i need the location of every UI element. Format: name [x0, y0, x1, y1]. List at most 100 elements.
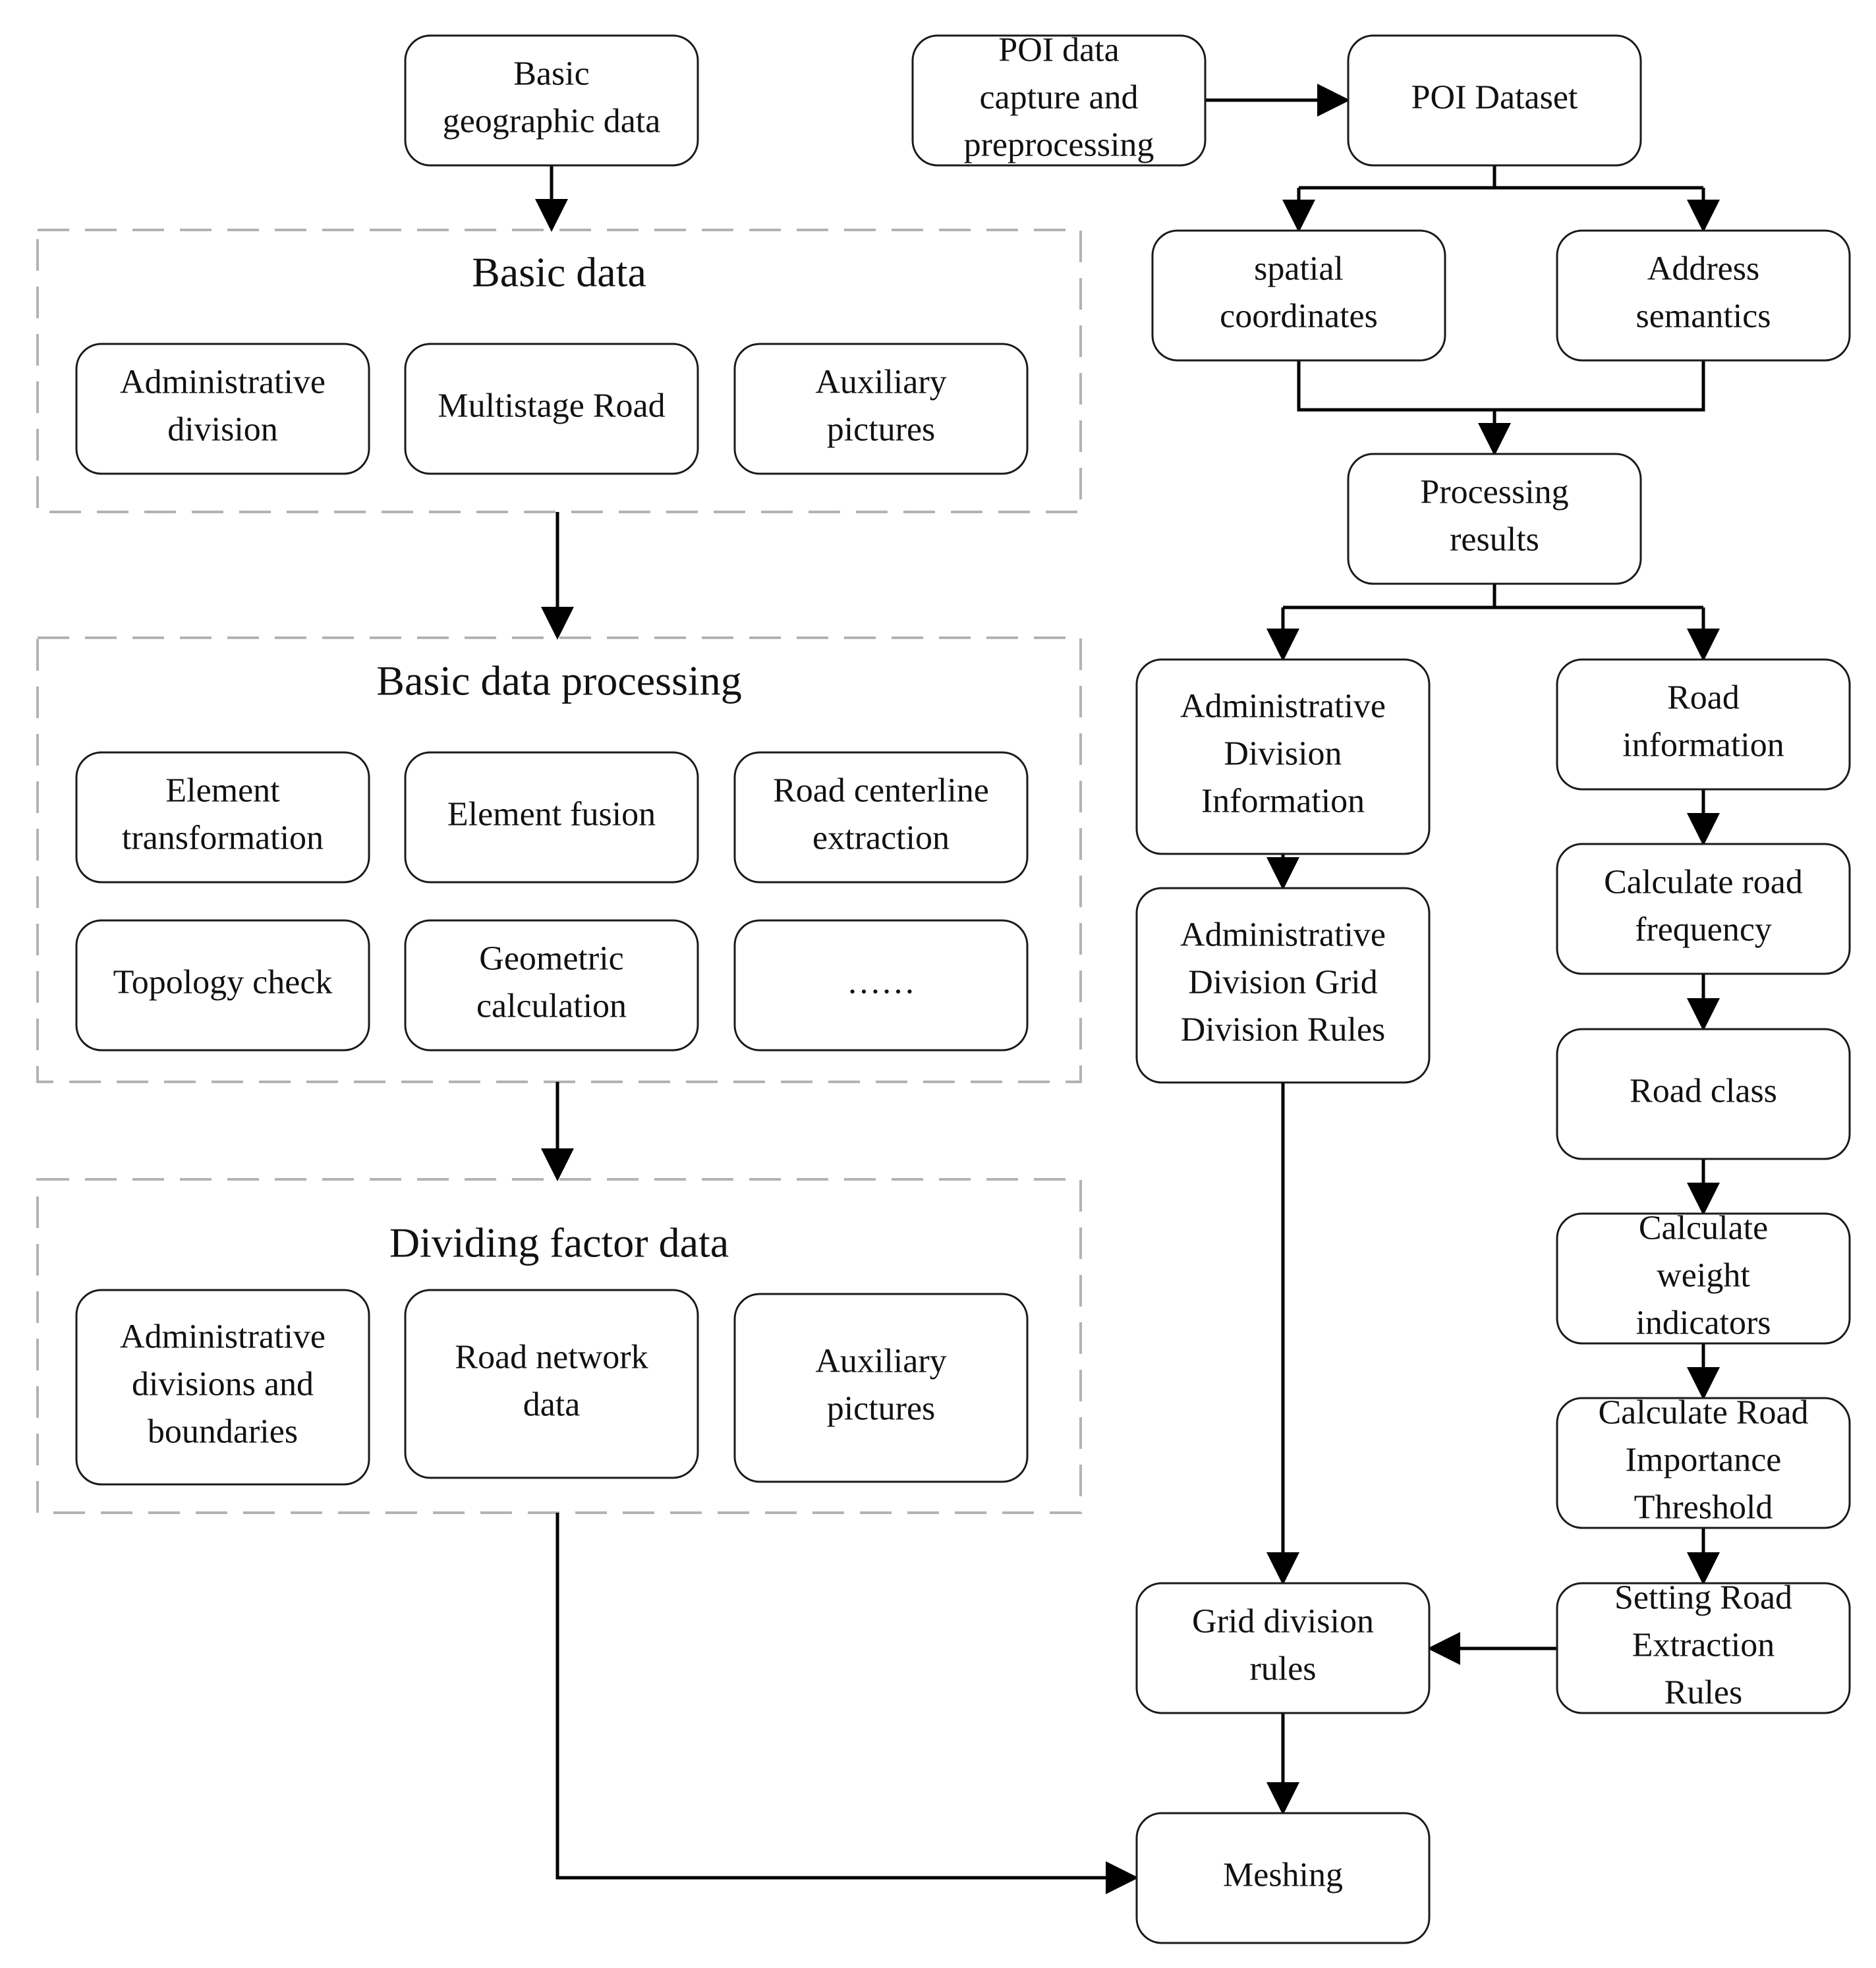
box-label-line: pictures	[827, 410, 936, 448]
box-border	[1556, 1212, 1851, 1345]
box-grid-rules: Grid division rules	[1135, 1582, 1431, 1714]
box-label-line: Calculate Road	[1598, 1393, 1808, 1431]
box-label-line: divisions and	[132, 1365, 314, 1403]
box-label-line: frequency	[1635, 911, 1772, 948]
box-label-line: ……	[847, 963, 915, 1001]
box-border	[733, 1293, 1029, 1483]
box-border	[75, 919, 370, 1052]
box-border	[404, 34, 699, 167]
box-label-line: Road centerline	[773, 772, 989, 809]
box-label-line: Setting Road	[1614, 1579, 1792, 1616]
box-label-line: Administrative	[1180, 687, 1386, 725]
box-label-line: Importance	[1626, 1441, 1782, 1478]
box-label-line: Rules	[1664, 1673, 1742, 1711]
box-label-line: weight	[1657, 1256, 1750, 1294]
box-label-line: Topology check	[113, 963, 333, 1001]
box-label-line: Division Rules	[1181, 1011, 1386, 1048]
box-border	[1556, 843, 1851, 975]
box-label-line: Meshing	[1223, 1856, 1343, 1894]
box-border	[404, 751, 699, 884]
box-label-line: capture and	[979, 78, 1138, 116]
box-label-line: rules	[1249, 1650, 1316, 1687]
box-multistage-road: Multistage Road	[404, 343, 699, 475]
box-admin-boundaries: Administrative divisions and boundaries	[75, 1289, 370, 1486]
box-poi-dataset: POI Dataset	[1347, 34, 1642, 167]
box-border	[404, 1289, 699, 1479]
box-label-line: Processing	[1420, 473, 1568, 511]
box-label-line: data	[523, 1386, 581, 1423]
box-label-line: Administrative	[120, 363, 326, 401]
box-ellipsis: ……	[733, 919, 1029, 1052]
box-label-line: Geometric	[479, 940, 623, 977]
arrow-connector	[555, 1513, 1139, 1894]
box-label-line: Element fusion	[447, 795, 656, 833]
box-label-line: Grid division	[1192, 1602, 1374, 1640]
box-element-fusion: Element fusion	[404, 751, 699, 884]
box-border	[1135, 1812, 1431, 1944]
box-label-line: information	[1622, 726, 1784, 764]
box-border	[1151, 229, 1446, 362]
box-road-class: Road class	[1556, 1028, 1851, 1160]
box-label-line: Threshold	[1634, 1488, 1773, 1526]
group-title: Basic data	[472, 249, 646, 296]
box-label-line: boundaries	[148, 1413, 298, 1450]
box-label-line: Division	[1224, 735, 1342, 772]
line-connector	[1297, 360, 1705, 412]
box-border	[1556, 229, 1851, 362]
box-border	[404, 919, 699, 1052]
group-title: Dividing factor data	[389, 1220, 729, 1266]
box-border	[75, 1289, 370, 1486]
group-basic-data: Basic data	[36, 229, 1082, 513]
box-label-line: Road	[1667, 679, 1740, 716]
box-label-line: Calculate	[1639, 1209, 1768, 1247]
box-border	[1347, 34, 1642, 167]
connectors	[535, 84, 1720, 1894]
box-border	[404, 343, 699, 475]
box-road-info: Road information	[1556, 658, 1851, 791]
box-calc-road-freq: Calculate road frequency	[1556, 843, 1851, 975]
box-border	[1135, 658, 1431, 855]
box-label-line: POI data	[998, 31, 1119, 69]
box-border	[75, 343, 370, 475]
box-border	[911, 34, 1207, 167]
box-label-line: transformation	[122, 819, 324, 857]
box-border	[1135, 887, 1431, 1084]
box-label-line: Administrative	[120, 1318, 326, 1355]
box-element-transform: Element transformation	[75, 751, 370, 884]
box-label-line: Element	[165, 772, 280, 809]
box-border	[75, 751, 370, 884]
box-calc-weight: Calculate weight indicators	[1556, 1209, 1851, 1345]
box-label-line: POI Dataset	[1411, 78, 1578, 116]
box-label-line: Road class	[1630, 1072, 1777, 1110]
group-title: Basic data processing	[376, 658, 742, 704]
box-label-line: Calculate road	[1604, 863, 1803, 901]
box-topology-check: Topology check	[75, 919, 370, 1052]
box-label-line: Information	[1201, 782, 1365, 820]
box-label-line: Address	[1647, 250, 1759, 287]
box-label-line: coordinates	[1220, 297, 1378, 335]
box-label-line: indicators	[1635, 1304, 1771, 1341]
box-border	[733, 751, 1029, 884]
box-border	[1556, 1028, 1851, 1160]
box-label-line: Extraction	[1632, 1626, 1775, 1664]
box-label-line: Basic	[513, 55, 590, 92]
box-label-line: Auxiliary	[815, 1342, 946, 1380]
box-meshing: Meshing	[1135, 1812, 1431, 1944]
box-border	[1556, 1397, 1851, 1529]
